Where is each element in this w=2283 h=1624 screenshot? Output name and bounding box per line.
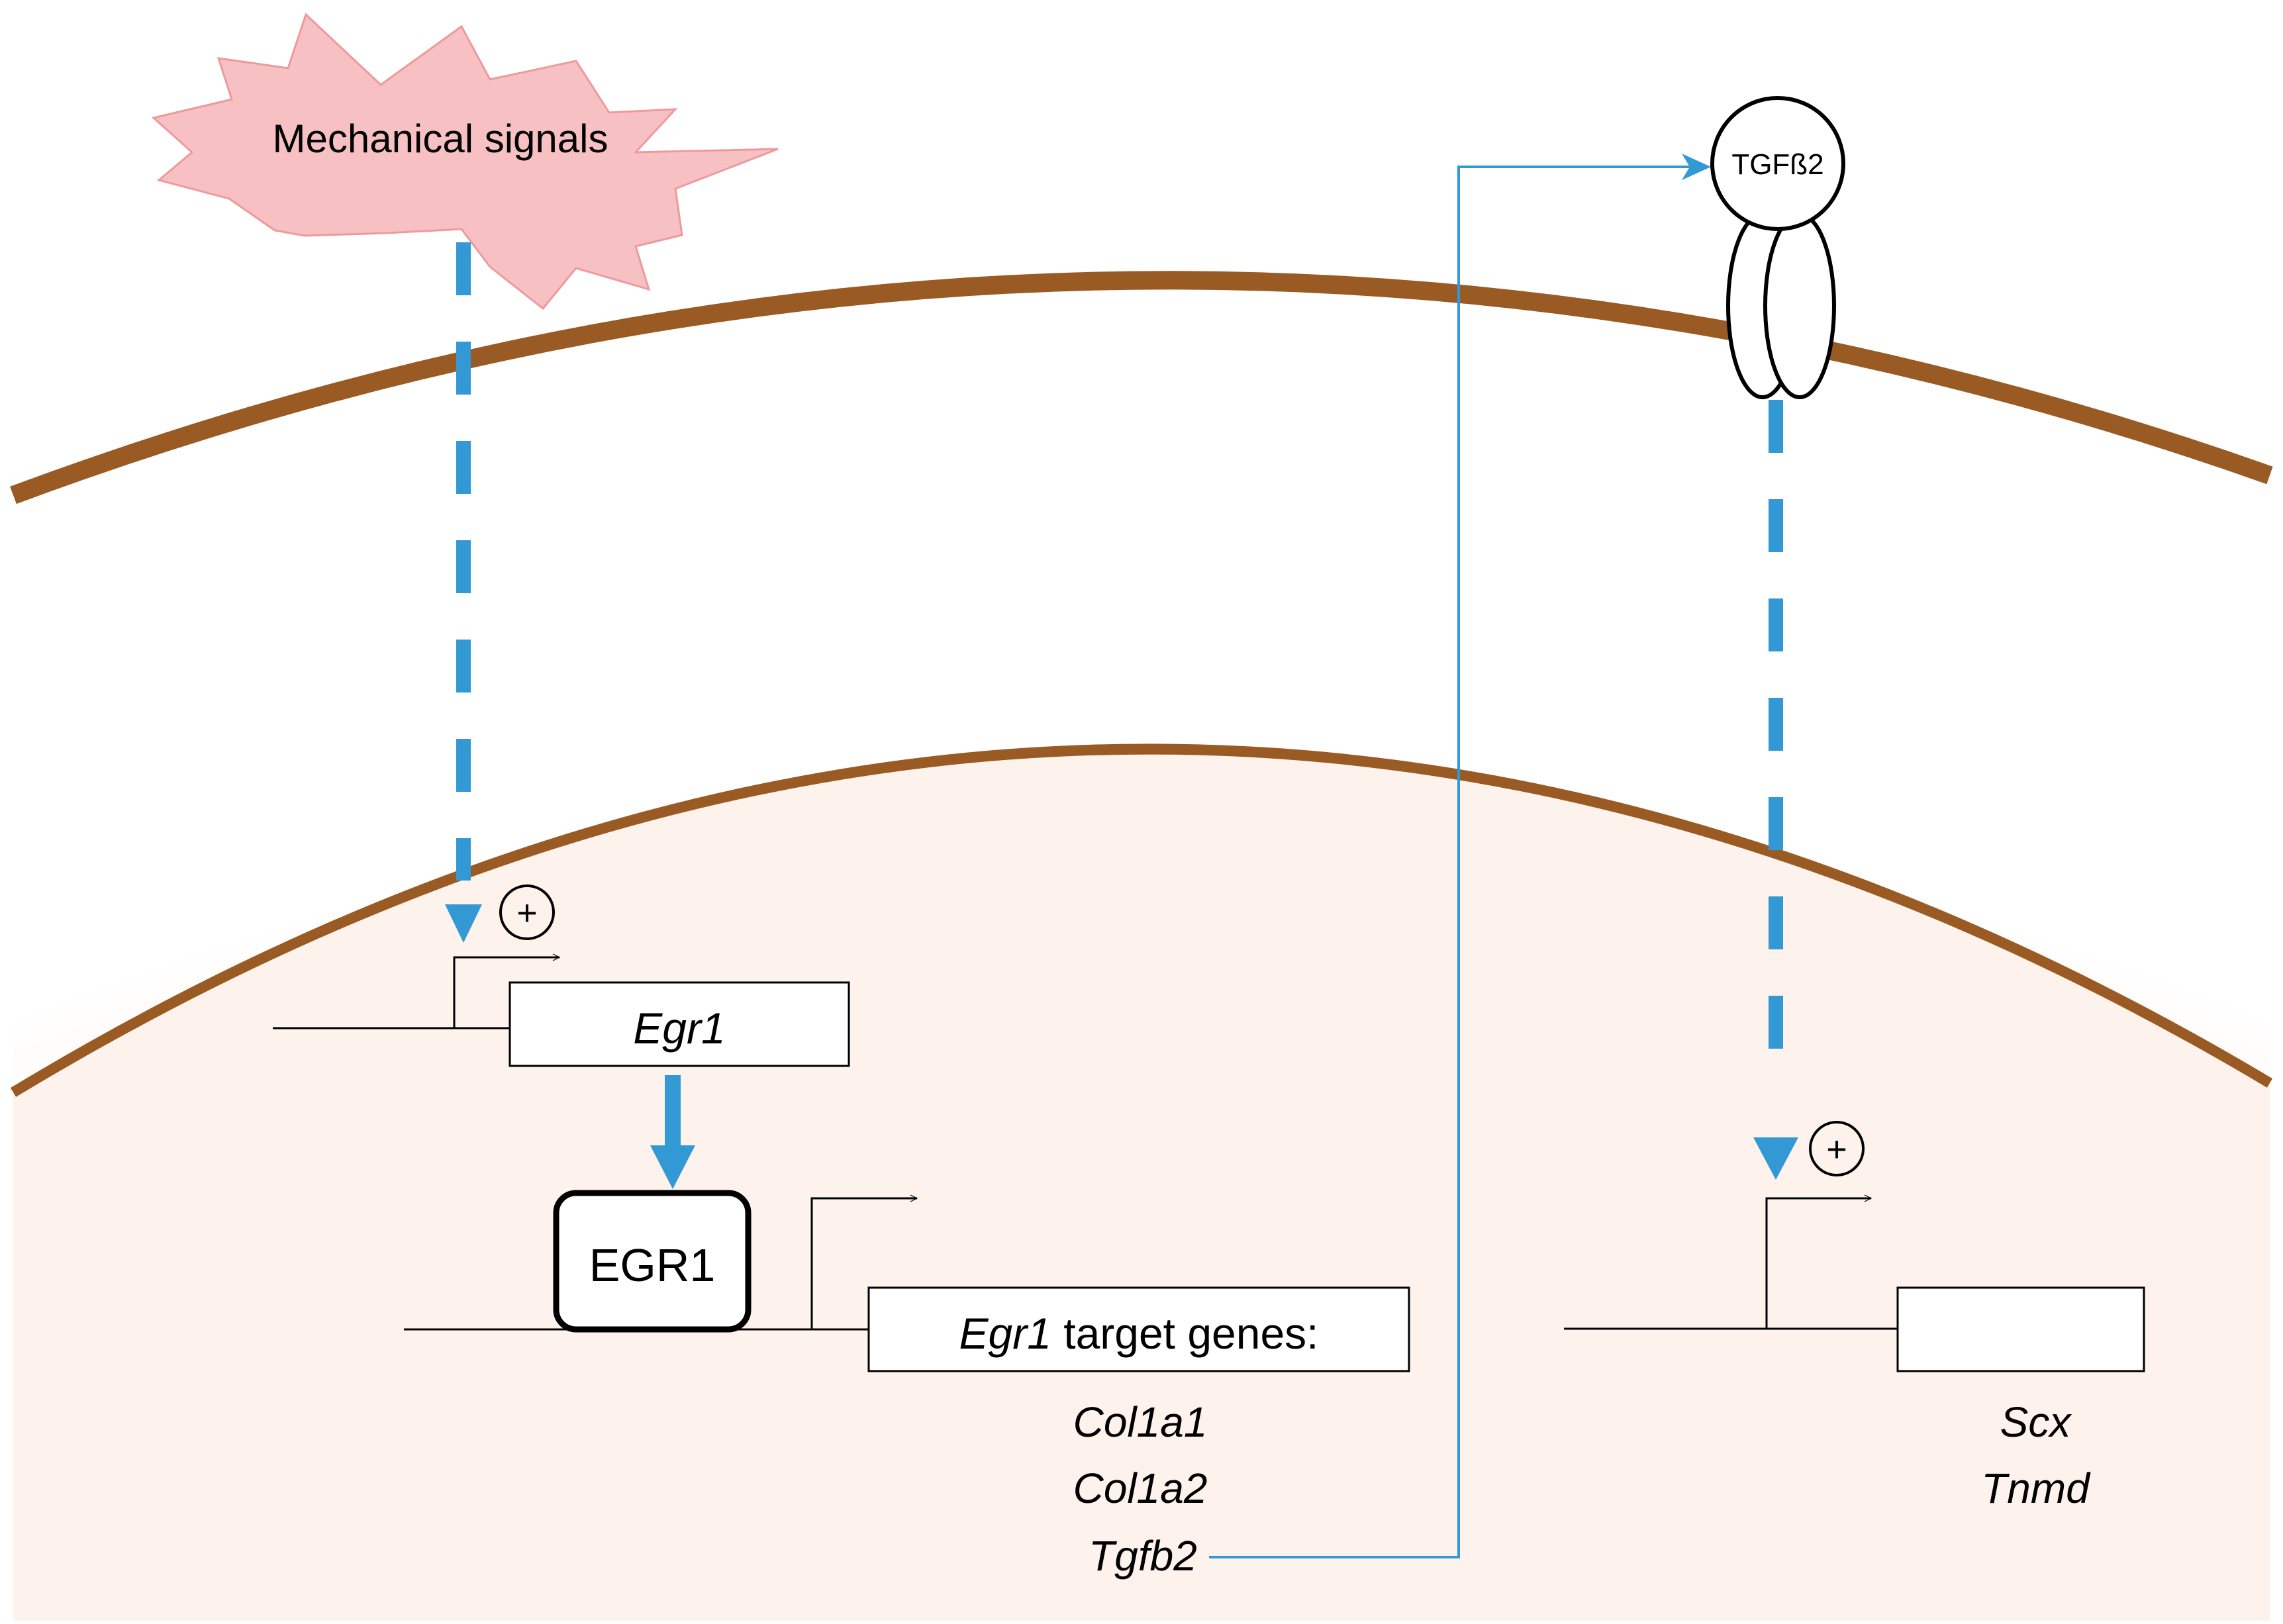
target-gene-col1a1: Col1a1 [1073, 1398, 1208, 1446]
cell-membrane [10, 271, 2273, 504]
target-genes-header-gene: Egr1 [959, 1309, 1051, 1358]
receptor-subunit-right [1763, 213, 1836, 399]
egr1-protein-box [553, 1190, 752, 1333]
tgfb-receptor: TGFß2 [1710, 96, 1845, 399]
plus-circle-icon [1809, 1121, 1865, 1176]
egr1-gene-label: Egr1 [633, 1004, 725, 1053]
downstream-gene-scx: Scx [2000, 1398, 2072, 1446]
tgfb2-secretion-line [1209, 166, 1695, 1558]
nuclear-envelope [10, 743, 2273, 1097]
starburst-shape [151, 13, 779, 310]
target-genes-header-suffix: target genes: [1051, 1309, 1319, 1358]
plus-circle-icon [499, 884, 555, 940]
downstream-gene-tnmd: Tnmd [1981, 1464, 2091, 1512]
target-genes-box [867, 1286, 1410, 1372]
egr1-tss-arrow [453, 957, 559, 1028]
scx-gene-box [1896, 1286, 2145, 1372]
tgfb-signal-arrowhead [1753, 1137, 1798, 1180]
translation-arrowhead [650, 1145, 695, 1189]
tgfb2-ligand-label: TGFß2 [1731, 148, 1823, 181]
scx-activation-badge: + [1809, 1121, 1865, 1176]
plus-symbol: + [1826, 1129, 1847, 1169]
target-gene-tgfb2: Tgfb2 [1089, 1532, 1197, 1580]
target-tss-arrow [810, 1198, 917, 1329]
mechanical-signal-arrowhead [445, 904, 482, 943]
target-gene-col1a2: Col1a2 [1073, 1464, 1208, 1512]
plus-symbol: + [516, 893, 538, 933]
egr1-gene-box [509, 981, 850, 1067]
mechanical-signals-burst: Mechanical signals [151, 13, 779, 310]
egr1-activation-badge: + [499, 884, 555, 940]
egr1-protein-label: EGR1 [589, 1239, 716, 1291]
target-genes-header: Egr1 target genes: [959, 1309, 1318, 1358]
nucleus [13, 749, 2270, 1621]
tgfb2-ligand [1710, 96, 1845, 231]
scx-tss-arrow [1765, 1198, 1871, 1329]
tgfb2-secretion-arrowhead [1682, 154, 1711, 180]
mechanical-signals-label: Mechanical signals [273, 117, 608, 161]
